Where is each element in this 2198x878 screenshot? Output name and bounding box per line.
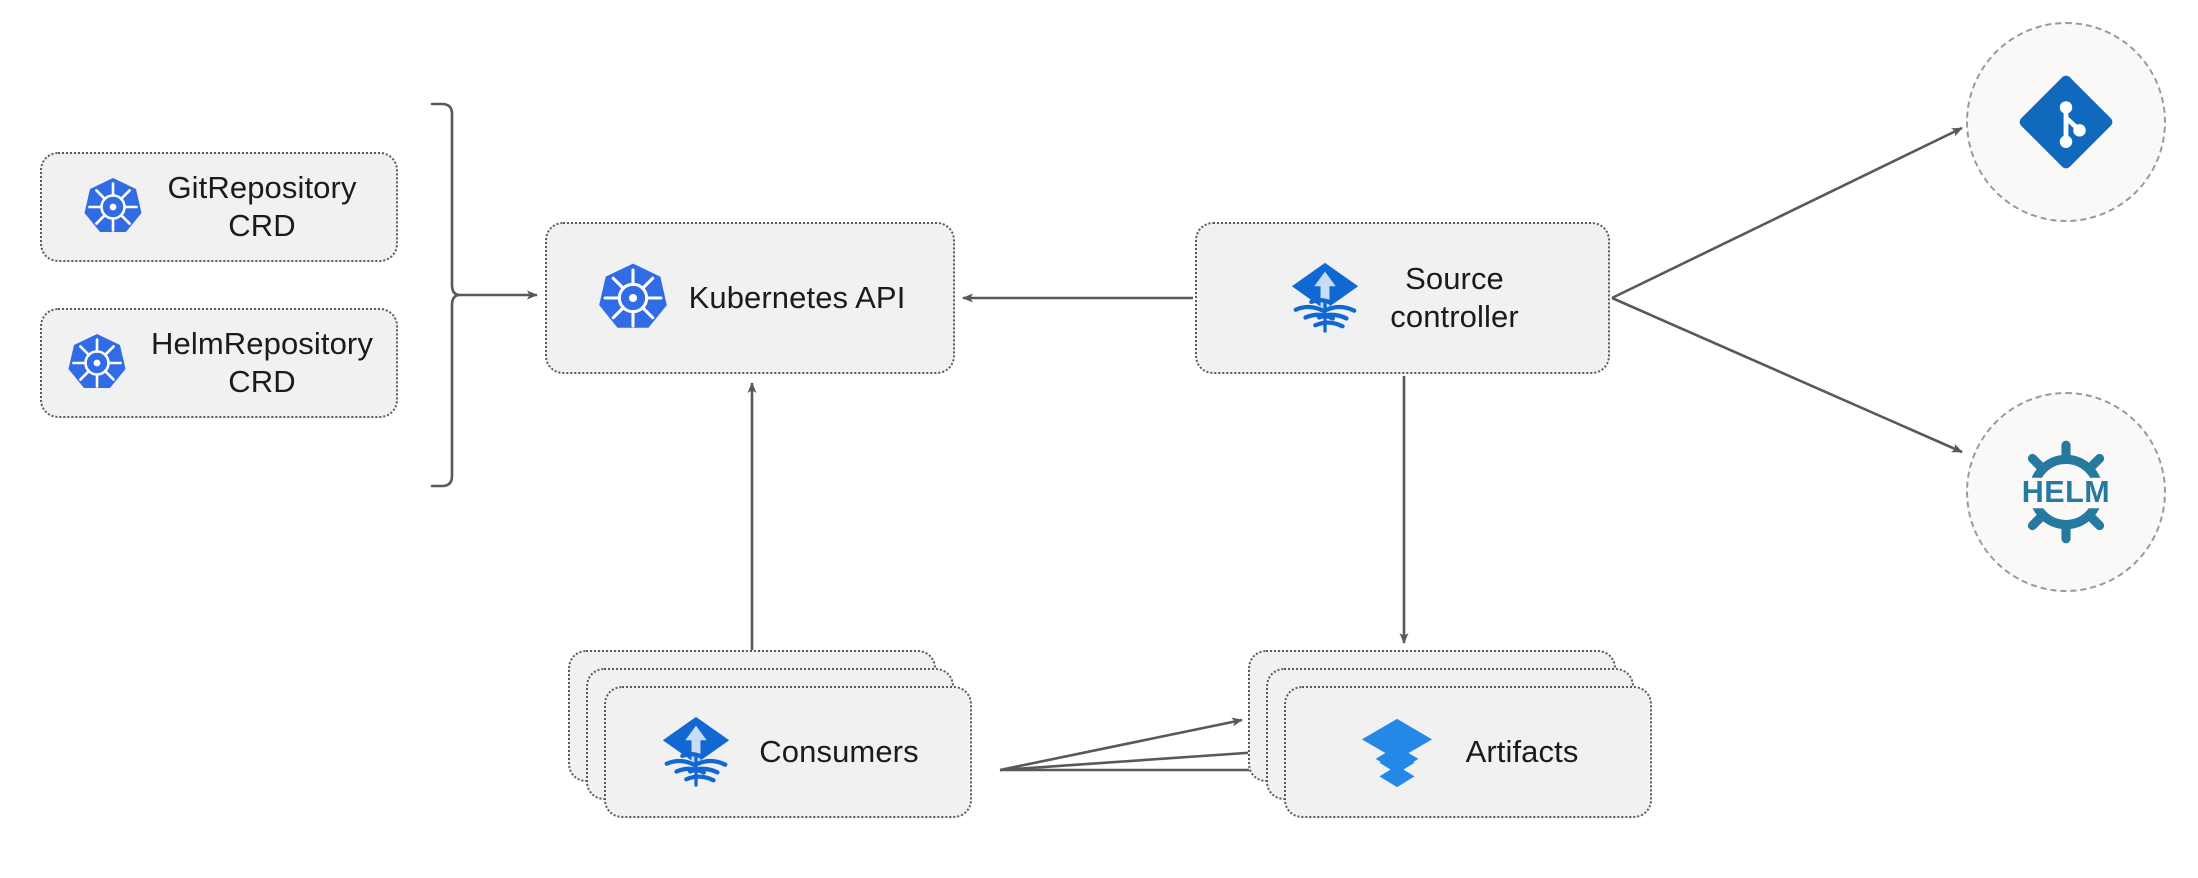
flux-icon: [657, 713, 735, 791]
stack-layer-front[interactable]: Consumers: [604, 686, 972, 818]
git-icon: [2014, 70, 2118, 174]
node-label: Kubernetes API: [688, 280, 906, 316]
node-git-repository-external[interactable]: [1966, 22, 2166, 222]
node-source-controller[interactable]: Source controller: [1195, 222, 1610, 374]
flux-icon: [1286, 259, 1364, 337]
node-label: Artifacts: [1465, 734, 1579, 770]
edge-source-controller-to-git-repository: [1611, 126, 1963, 300]
node-kubernetes-api[interactable]: Kubernetes API: [545, 222, 955, 374]
edge-source-controller-to-helm-repository: [1611, 296, 1963, 454]
node-git-repository-crd[interactable]: GitRepository CRD: [40, 152, 398, 262]
helm-label: HELM: [2022, 475, 2110, 509]
node-consumers[interactable]: Consumers: [568, 650, 972, 818]
layers-icon: [1358, 713, 1436, 791]
edge-consumers-to-artifacts-2: [999, 748, 1261, 772]
crd-bracket: [430, 102, 461, 488]
node-label: Source controller: [1390, 261, 1519, 334]
kubernetes-icon: [65, 331, 129, 395]
node-artifacts[interactable]: Artifacts: [1248, 650, 1652, 818]
node-helm-repository-external[interactable]: HELM: [1966, 392, 2166, 592]
node-label: Consumers: [759, 734, 919, 770]
helm-icon: HELM: [2005, 431, 2127, 553]
kubernetes-icon: [595, 260, 671, 336]
edge-consumers-to-artifacts-1: [999, 717, 1243, 772]
node-label: HelmRepository CRD: [151, 326, 373, 399]
kubernetes-icon: [81, 175, 145, 239]
stack-layer-front[interactable]: Artifacts: [1284, 686, 1652, 818]
node-helm-repository-crd[interactable]: HelmRepository CRD: [40, 308, 398, 418]
node-label: GitRepository CRD: [167, 170, 357, 243]
